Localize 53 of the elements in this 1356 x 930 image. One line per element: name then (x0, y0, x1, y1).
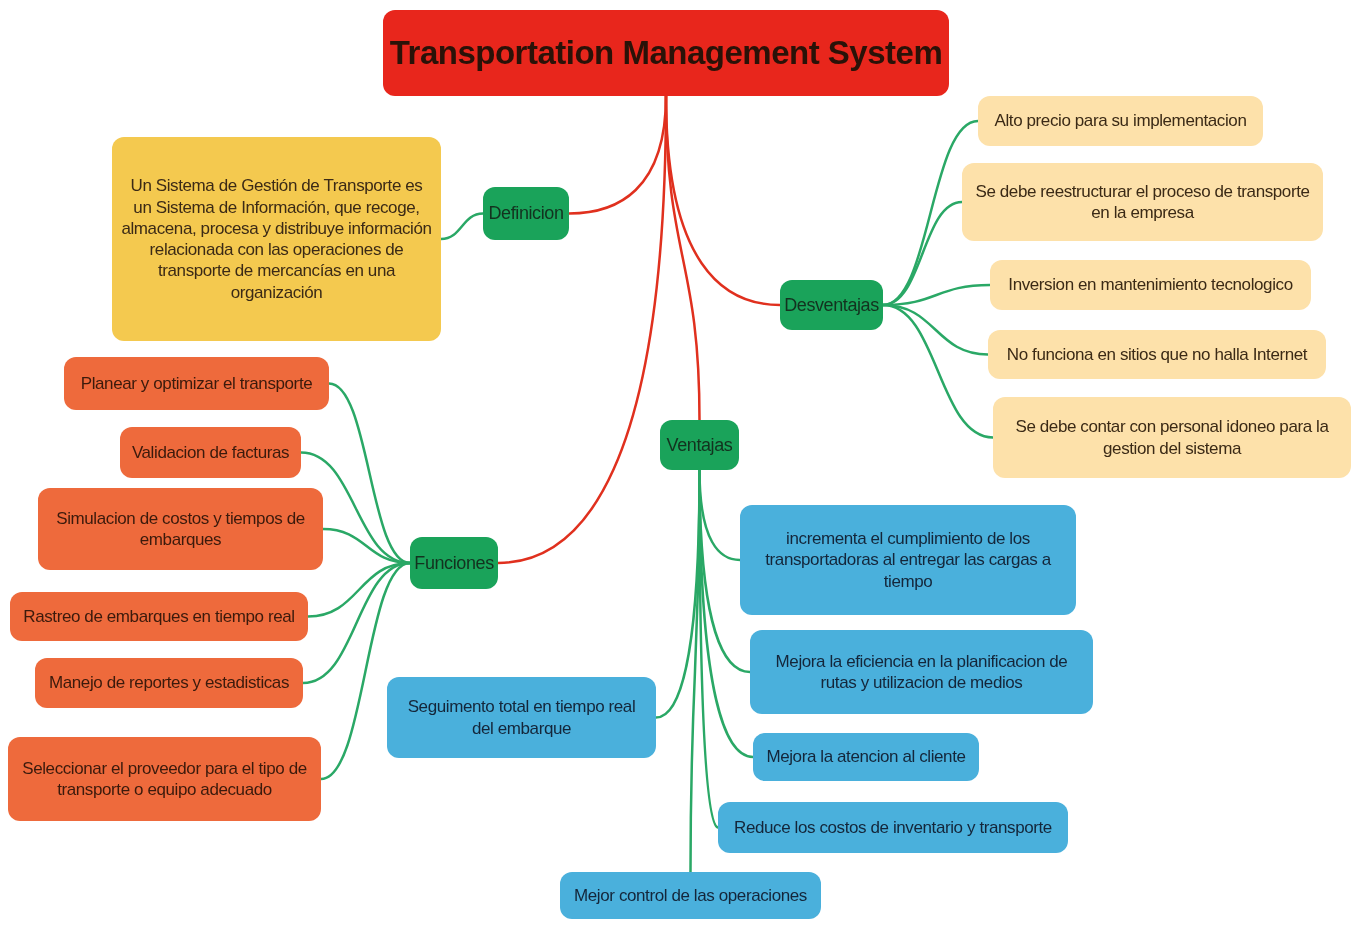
node-text: Manejo de reportes y estadisticas (48, 672, 289, 694)
function-box (10, 592, 308, 641)
node-text: Se debe contar con personal idoneo para la gestion del sistema (1014, 416, 1330, 459)
node-text: Reduce los costos de inventario y transporte (734, 816, 1052, 839)
node-text: Validacion de facturas (131, 441, 290, 464)
node-text: Seguimento total en tiempo real del embarque (406, 696, 637, 739)
node-text: Simulacion de costos y tiempos de embarques (55, 507, 306, 551)
node-text: Inversion en mantenimiento tecnologico (1008, 274, 1293, 296)
node-text: Se debe reestructurar el proceso de transporte en la empresa (974, 180, 1311, 224)
node-text: Definicion (488, 202, 564, 225)
branch-topic (660, 420, 739, 470)
node-text: No funciona en sitios que no halla Internet (1006, 343, 1308, 366)
connector-line (320, 561, 411, 781)
node-text: Rastreo de embarques en tiempo real (23, 605, 295, 628)
disadvantage-box (990, 260, 1311, 310)
connector-line (440, 212, 484, 241)
connector-line (882, 303, 994, 439)
node-text: Desventajas (784, 293, 879, 317)
advantage-box (740, 505, 1076, 615)
function-box (64, 357, 329, 410)
node-text: incrementa el cumplimiento de los transportadoras al entregar las cargas a tiempo (764, 528, 1053, 592)
node-text: Mejor control de las operaciones (574, 884, 807, 907)
node-text: Ventajas (666, 433, 733, 457)
node-text: Un Sistema de Gestión de Transporte es un Sistema de Información, que recoge, almacena, procesa y distribuye información relacionada con las operaciones de transporte de mercancías en una organización (120, 175, 433, 303)
connector-line (689, 470, 701, 872)
branch-topic (780, 280, 883, 330)
advantage-box (560, 872, 821, 919)
disadvantage-box (962, 163, 1323, 241)
node-text: Planear y optimizar el transporte (80, 372, 313, 395)
disadvantage-box (988, 330, 1326, 379)
disadvantage-box (993, 397, 1351, 478)
function-box (35, 658, 303, 708)
node-text: Seleccionar el proveedor para el tipo de transporte o equipo adecuado (21, 757, 308, 801)
title-box (383, 10, 949, 96)
advantage-box (718, 802, 1068, 853)
connector-line (328, 382, 411, 565)
connector-line (664, 95, 701, 421)
advantage-box (387, 677, 656, 758)
node-text: Alto precio para su implementacion (994, 110, 1247, 132)
advantage-box (750, 630, 1093, 714)
node-text: Funciones (414, 551, 494, 575)
function-box (8, 737, 321, 821)
disadvantage-box (978, 96, 1263, 146)
branch-topic (483, 187, 569, 240)
advantage-box (753, 733, 979, 781)
function-box (120, 427, 301, 478)
node-text: Mejora la atencion al cliente (766, 746, 966, 768)
node-text: Mejora la eficiencia en la planificacion de rutas y utilizacion de medios (774, 650, 1069, 694)
definition-box (112, 137, 441, 341)
branch-topic (410, 537, 498, 589)
title-text: Transportation Management System (389, 33, 943, 74)
connector-line (882, 119, 979, 307)
function-box (38, 488, 323, 570)
